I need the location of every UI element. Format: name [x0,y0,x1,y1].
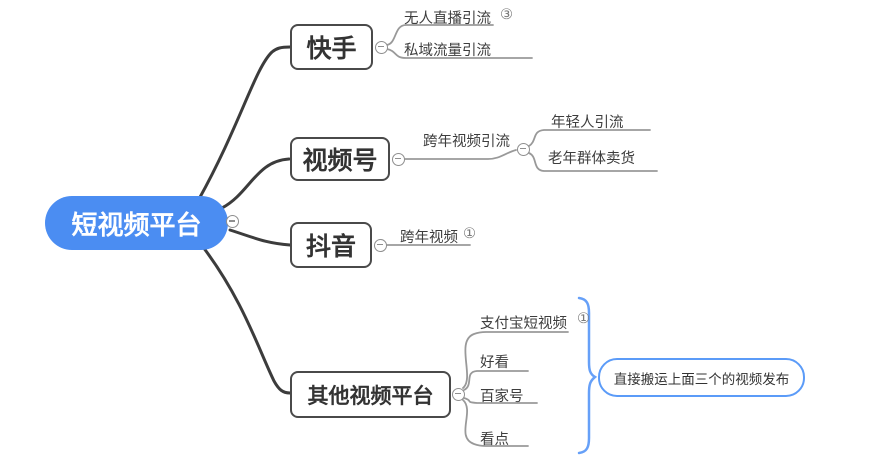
collapse-button-shipinhao[interactable] [391,152,405,166]
collapse-button-root[interactable] [226,215,239,228]
leaf-kandian[interactable]: 看点 [480,432,509,448]
leaf-siyu-liuliang[interactable]: 私域流量引流 [404,43,491,59]
branch-line-shipinhao [220,157,291,210]
leaf-baijiahao[interactable]: 百家号 [480,389,524,405]
leaf-kuanian-shipin[interactable]: 跨年视频 [400,230,458,246]
node-douyin-label: 抖音 [305,233,356,261]
child-line-kuanian-yinliu [404,149,517,160]
branch-line-qita [201,245,292,395]
branch-line-kuaishou [197,45,292,201]
node-kuaishou[interactable]: 快手 [290,24,373,70]
child-line-nianqingren [528,129,651,147]
leaf-kuanian-yinliu[interactable]: 跨年视频引流 [423,134,510,150]
collapse-button-kuanian[interactable] [516,142,530,156]
node-shipinhao[interactable]: 视频号 [290,137,390,181]
branch-line-douyin [228,228,292,247]
child-line-haokan [463,370,529,391]
child-line-kandian [462,399,529,447]
child-line-laonian [528,152,658,172]
callout-label: 直接搬运上面三个的视频发布 [613,371,790,387]
group-brace [577,296,598,455]
node-qita[interactable]: 其他视频平台 [290,371,451,418]
node-kuaishou-label: 快手 [306,35,357,63]
collapse-button-qita[interactable] [451,387,465,401]
callout-note[interactable]: 直接搬运上面三个的视频发布 [598,358,805,397]
node-douyin[interactable]: 抖音 [290,222,372,268]
badge-kuanian-shipin: ① [463,226,476,242]
child-line-zhifubao [462,331,569,389]
node-shipinhao-label: 视频号 [302,147,378,175]
collapse-button-kuaishou[interactable] [374,40,388,54]
leaf-wuren-zhibo[interactable]: 无人直播引流 [404,11,491,27]
root-node[interactable]: 短视频平台 [45,196,228,250]
child-line-baijiahao [463,397,538,404]
node-qita-label: 其他视频平台 [307,384,434,408]
badge-zhifubao: ① [577,311,590,327]
leaf-zhifubao[interactable]: 支付宝短视频 [480,316,567,332]
leaf-nianqingren[interactable]: 年轻人引流 [551,115,624,131]
leaf-laonian[interactable]: 老年群体卖货 [548,151,635,167]
child-line-wuren [386,24,494,46]
badge-wuren-zhibo: ③ [500,7,513,23]
collapse-button-douyin[interactable] [373,238,387,252]
child-line-siyu [386,48,533,59]
root-label: 短视频平台 [71,209,202,240]
leaf-haokan[interactable]: 好看 [480,355,509,371]
